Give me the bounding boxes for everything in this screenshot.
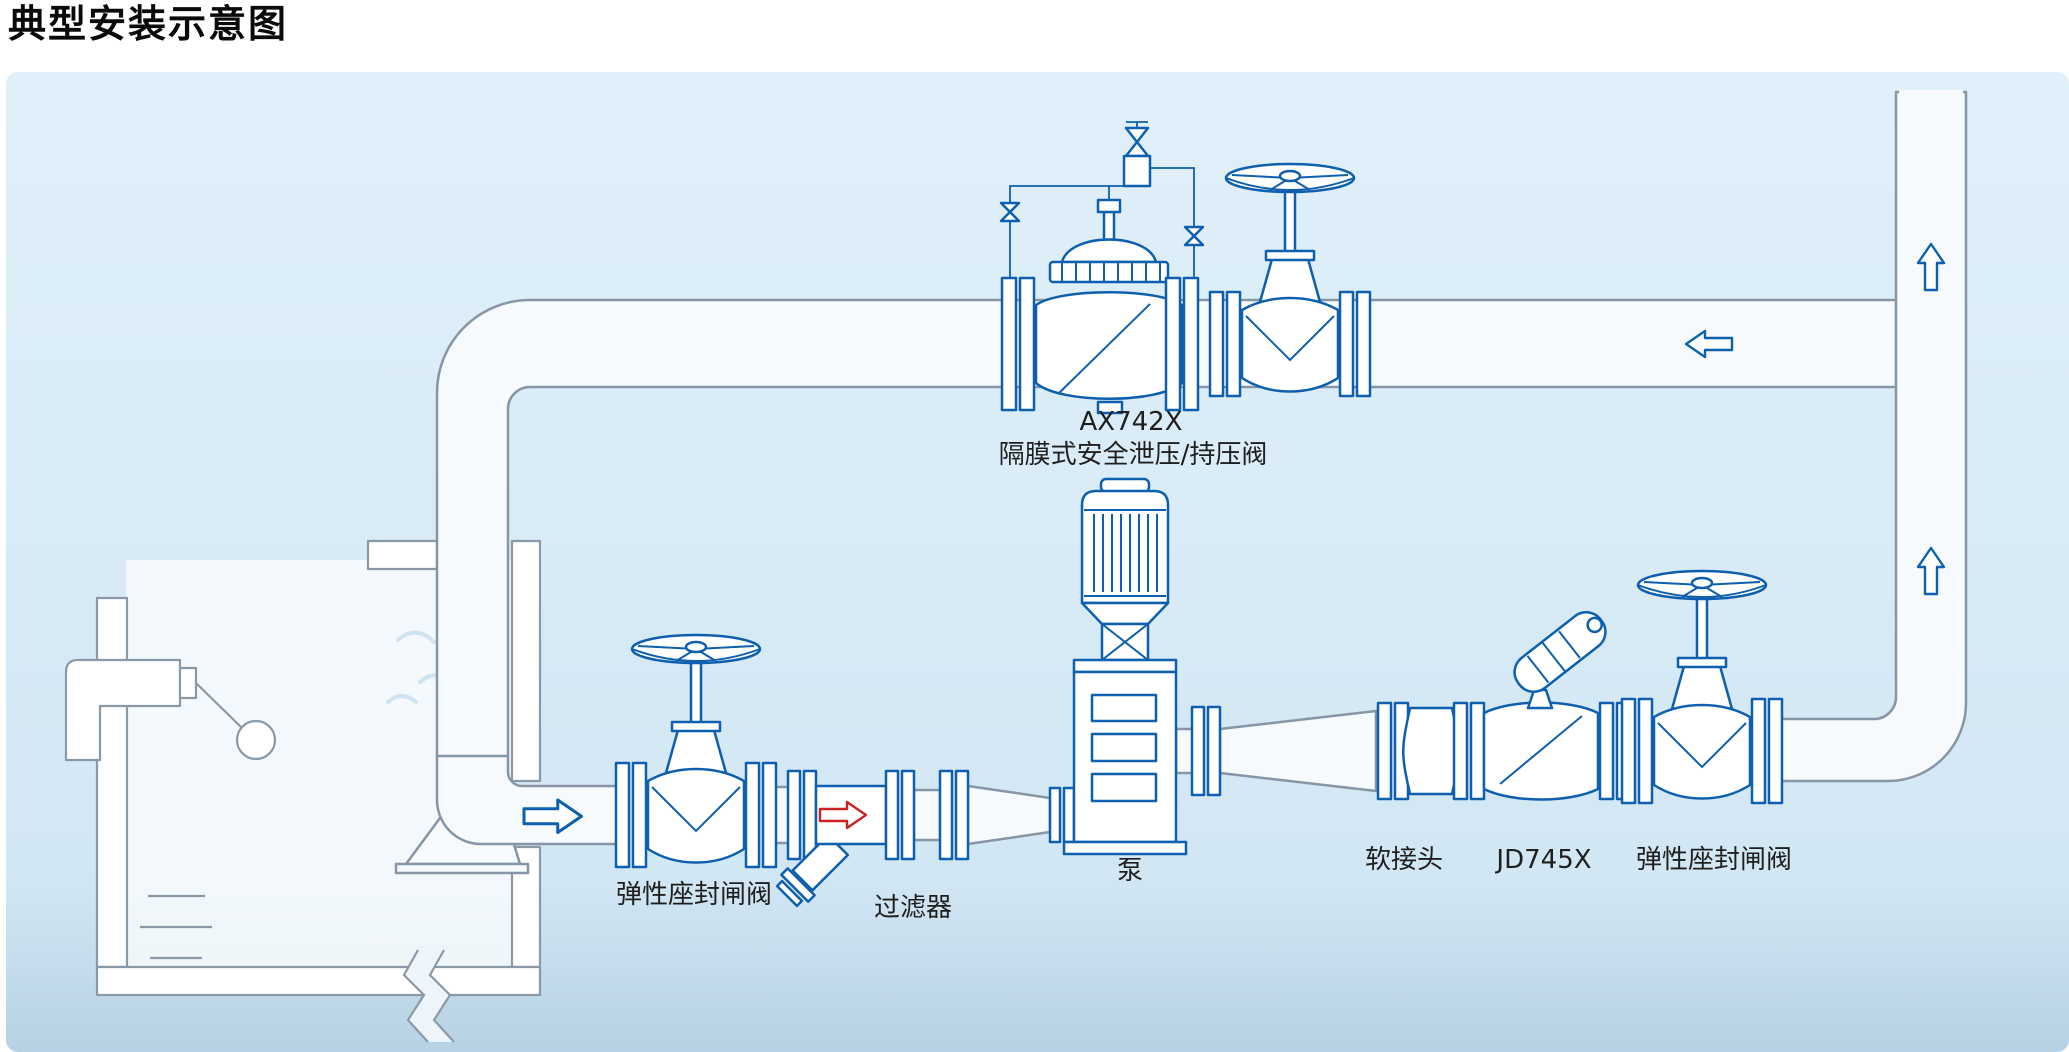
tank-right-wall-upper	[510, 539, 542, 783]
label-gate-valve-left: 弹性座封闸阀	[616, 880, 772, 910]
float-ball	[235, 719, 277, 761]
label-pump: 泵	[1117, 856, 1143, 886]
water-sparkle	[386, 694, 418, 704]
return-pipe-run	[435, 298, 1898, 762]
valve-actuator	[1513, 611, 1607, 693]
water-tank	[64, 539, 542, 1043]
label-relief-valve-model: AX742X	[1079, 407, 1182, 437]
pilot-valve	[1122, 126, 1152, 188]
tank-break-line	[402, 949, 429, 1043]
inlet-pipe	[64, 658, 182, 762]
label-flexible-joint: 软接头	[1365, 845, 1443, 875]
tank-break-symbol	[404, 950, 454, 1042]
water-level-marks	[140, 894, 212, 960]
vertical-pump	[1048, 477, 1222, 856]
float-valve	[64, 658, 277, 762]
pipe-spool	[912, 788, 942, 842]
diaphragm-dome	[1060, 238, 1158, 264]
page-title: 典型安装示意图	[8, 2, 289, 46]
float-valve-body	[178, 666, 198, 700]
diaphragm-bolts	[1061, 262, 1161, 282]
tank-bottom-wall	[95, 965, 542, 997]
label-relief-valve-name: 隔膜式安全泄压/持压阀	[999, 440, 1268, 470]
float-arm	[195, 682, 243, 729]
label-strainer: 过滤器	[874, 893, 952, 923]
riser-pipe	[1773, 90, 1968, 783]
motor-fins	[1093, 514, 1158, 592]
water-sparkle	[396, 630, 436, 644]
bellows	[1402, 706, 1460, 796]
pump-flange-plate	[1072, 658, 1178, 674]
tank-top-wall	[366, 539, 439, 571]
label-check-valve-model: JD745X	[1494, 845, 1591, 875]
diaphragm-flange	[1048, 260, 1170, 284]
pump-base	[1062, 840, 1188, 856]
label-gate-valve-right: 弹性座封闸阀	[1636, 845, 1792, 875]
flexible-joint	[1376, 701, 1486, 801]
tank-break-line	[428, 949, 455, 1043]
actuator-stem	[1526, 688, 1554, 710]
relief-valve-assembly-ax742x	[999, 121, 1205, 415]
tank-left-wall	[95, 596, 129, 969]
